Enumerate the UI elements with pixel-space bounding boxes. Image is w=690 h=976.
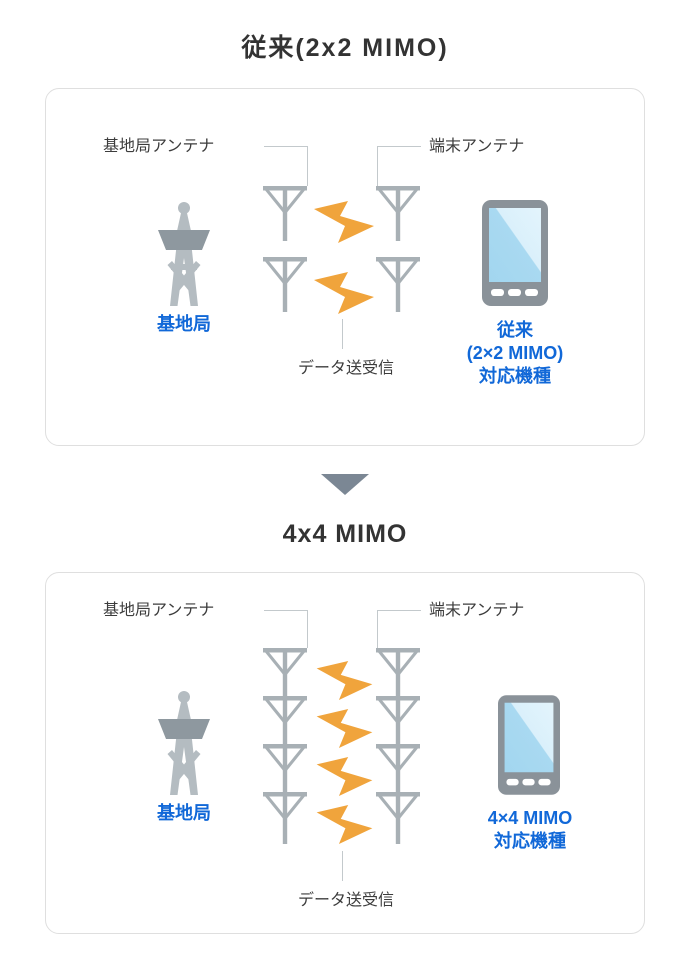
leader-line-device-antenna-v [377, 610, 378, 648]
base-station-label-legacy: 基地局 [157, 314, 211, 334]
lightning-bolt-icon [316, 661, 373, 705]
panel-mimo4x4: 基地局アンテナ 端末アンテナ 基地局 [45, 572, 645, 934]
data-transfer-label-mimo4x4: データ送受信 [297, 892, 394, 909]
device-label-mimo4x4: 4×4 MIMO 対応機種 [452, 807, 608, 853]
smartphone-icon [482, 200, 548, 311]
smartphone-icon [498, 695, 560, 800]
device-label-line: 従来 [497, 320, 533, 340]
radio-tower-icon [146, 202, 222, 314]
antenna-icon [263, 186, 307, 246]
section-title-legacy: 従来(2x2 MIMO) [241, 34, 449, 62]
leader-line-base-antenna-v [307, 146, 308, 186]
device-label-line: 対応機種 [479, 366, 551, 387]
callout-device-antenna-mimo4x4: 端末アンテナ [429, 602, 525, 619]
device-label-line: 対応機種 [494, 831, 566, 852]
data-transfer-label-legacy: データ送受信 [297, 360, 394, 377]
leader-line-device-antenna-h [377, 610, 421, 611]
leader-line-data-transfer [342, 319, 343, 349]
leader-line-base-antenna-v [307, 610, 308, 648]
device-label-line: 4×4 MIMO [487, 808, 573, 828]
antenna-icon [263, 792, 307, 849]
antenna-icon [376, 792, 420, 849]
base-station-label-mimo4x4: 基地局 [157, 803, 211, 823]
antenna-icon [376, 186, 420, 246]
callout-device-antenna-legacy: 端末アンテナ [429, 138, 525, 155]
leader-line-device-antenna-v [377, 146, 378, 186]
lightning-bolt-icon [314, 201, 374, 248]
device-label-legacy: 従来 (2×2 MIMO) 対応機種 [440, 319, 590, 388]
antenna-icon [263, 696, 307, 753]
section-title-mimo4x4: 4x4 MIMO [282, 520, 408, 548]
leader-line-base-antenna-h [264, 610, 308, 611]
callout-base-antenna-mimo4x4: 基地局アンテナ [103, 602, 215, 619]
antenna-icon [376, 744, 420, 801]
antenna-icon [376, 257, 420, 317]
leader-line-device-antenna-h [377, 146, 421, 147]
device-label-line: (2×2 MIMO) [466, 343, 564, 364]
callout-base-antenna-legacy: 基地局アンテナ [103, 138, 215, 155]
lightning-bolt-icon [316, 757, 373, 801]
leader-line-data-transfer [342, 851, 343, 881]
antenna-icon [263, 744, 307, 801]
antenna-icon [263, 257, 307, 317]
radio-tower-icon [146, 691, 222, 803]
leader-line-base-antenna-h [264, 146, 308, 147]
lightning-bolt-icon [316, 805, 373, 849]
antenna-icon [263, 648, 307, 705]
lightning-bolt-icon [316, 709, 373, 753]
antenna-icon [376, 648, 420, 705]
antenna-icon [376, 696, 420, 753]
lightning-bolt-icon [314, 272, 374, 319]
down-triangle-icon [321, 474, 369, 495]
panel-legacy: 基地局アンテナ 端末アンテナ 基地局 [45, 88, 645, 446]
